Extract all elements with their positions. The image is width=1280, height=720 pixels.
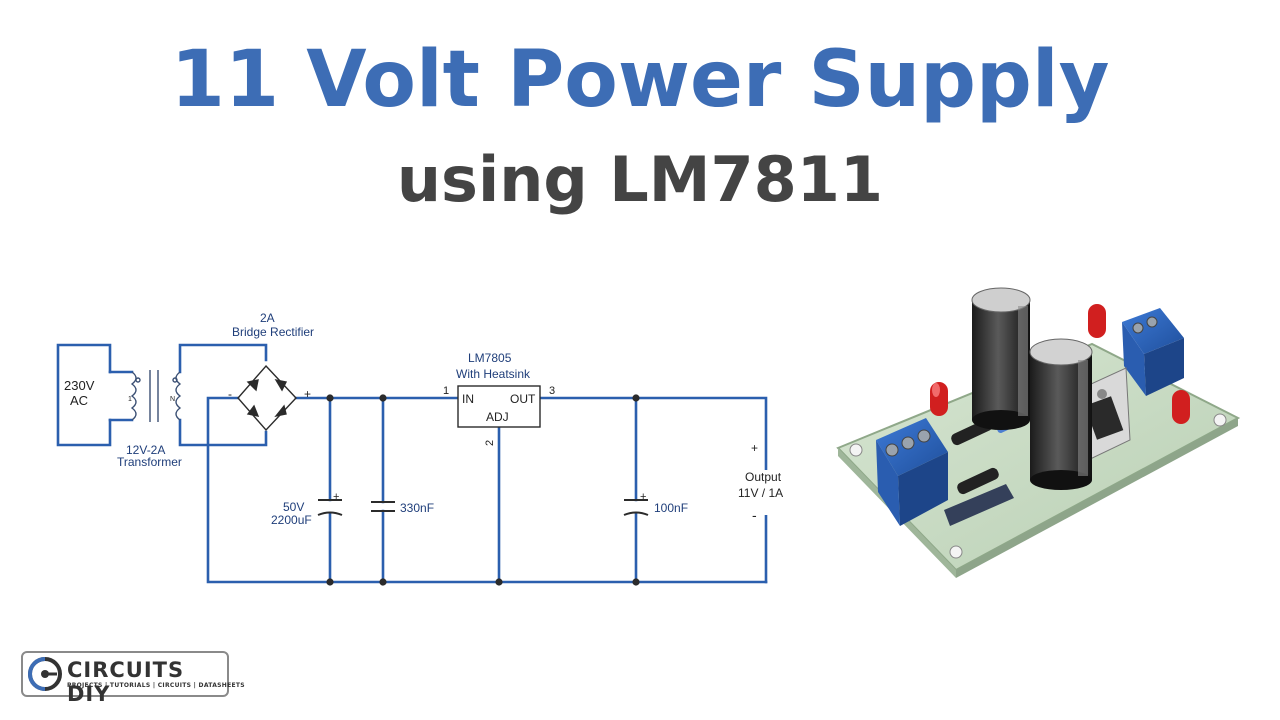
regulator-pin-out: 3	[549, 385, 555, 397]
regulator-pin-in: 1	[443, 385, 449, 397]
capacitor-3-value: 100nF	[654, 501, 688, 515]
capacitor-3-symbol	[623, 499, 649, 516]
page-title: 11 Volt Power Supply	[170, 35, 1110, 125]
rectifier-rating-label: 2A	[260, 311, 275, 325]
capacitor-3-polarity: +	[640, 491, 646, 503]
wire-secondary-bottom	[178, 418, 268, 447]
capacitor-2-symbol	[371, 501, 395, 512]
terminal-block-left	[876, 418, 948, 526]
output-rating-label: 11V / 1A	[738, 486, 783, 500]
led-red	[930, 304, 1190, 424]
brand-logo[interactable]: CIRCUITS DIY PROJECTS | TUTORIALS | CIRC…	[21, 651, 245, 706]
capacitor-1-value: 2200uF	[271, 513, 312, 527]
capacitor-2-value: 330nF	[400, 501, 434, 515]
capacitor-large-2	[1029, 338, 1093, 490]
page-subtitle: using LM7811	[396, 143, 884, 216]
output-plus-label: +	[751, 441, 758, 455]
bridge-rectifier-symbol	[237, 364, 297, 432]
regulator-name-label: LM7805	[468, 351, 512, 365]
circuit-logo-icon	[28, 657, 62, 691]
output-minus-label: -	[752, 507, 757, 523]
regulator-in-label: IN	[462, 392, 474, 406]
wire-secondary-top	[178, 343, 268, 374]
regulator-adj-label: ADJ	[486, 410, 509, 424]
terminal-block-right	[1122, 308, 1184, 396]
rectifier-minus-label: -	[228, 387, 232, 401]
wire-output-rail	[538, 396, 768, 472]
ac-voltage-label: 230V	[64, 378, 95, 393]
brand-plate	[944, 484, 1014, 526]
transformer-name-label: Transformer	[117, 455, 182, 469]
rectifier-plus-label: +	[304, 387, 311, 401]
capacitor-large-1	[971, 287, 1031, 430]
transformer-primary-pin: 1	[128, 396, 132, 403]
ac-type-label: AC	[70, 393, 88, 408]
regulator-note-label: With Heatsink	[456, 367, 531, 381]
regulator-box	[457, 385, 541, 428]
regulator-out-label: OUT	[510, 392, 536, 406]
pcb-board-photo	[836, 287, 1241, 578]
wire-primary-loop	[56, 343, 112, 447]
regulator-pin-adj: 2	[484, 440, 496, 446]
transformer-rating-label: 12V-2A	[126, 443, 165, 457]
transformer-secondary-pin: N	[170, 396, 175, 403]
wire-ground-rail	[206, 396, 768, 584]
capacitor-1-voltage: 50V	[283, 500, 304, 514]
logo-tagline: PROJECTS | TUTORIALS | CIRCUITS | DATASH…	[67, 682, 245, 689]
rectifier-name-label: Bridge Rectifier	[232, 325, 314, 339]
logo-name: CIRCUITS DIY	[67, 658, 185, 706]
capacitor-1-symbol	[317, 499, 343, 516]
transformer-symbol	[130, 370, 182, 422]
capacitor-1-polarity: +	[333, 491, 339, 503]
output-label: Output	[745, 470, 782, 484]
junction-dots	[326, 394, 640, 586]
